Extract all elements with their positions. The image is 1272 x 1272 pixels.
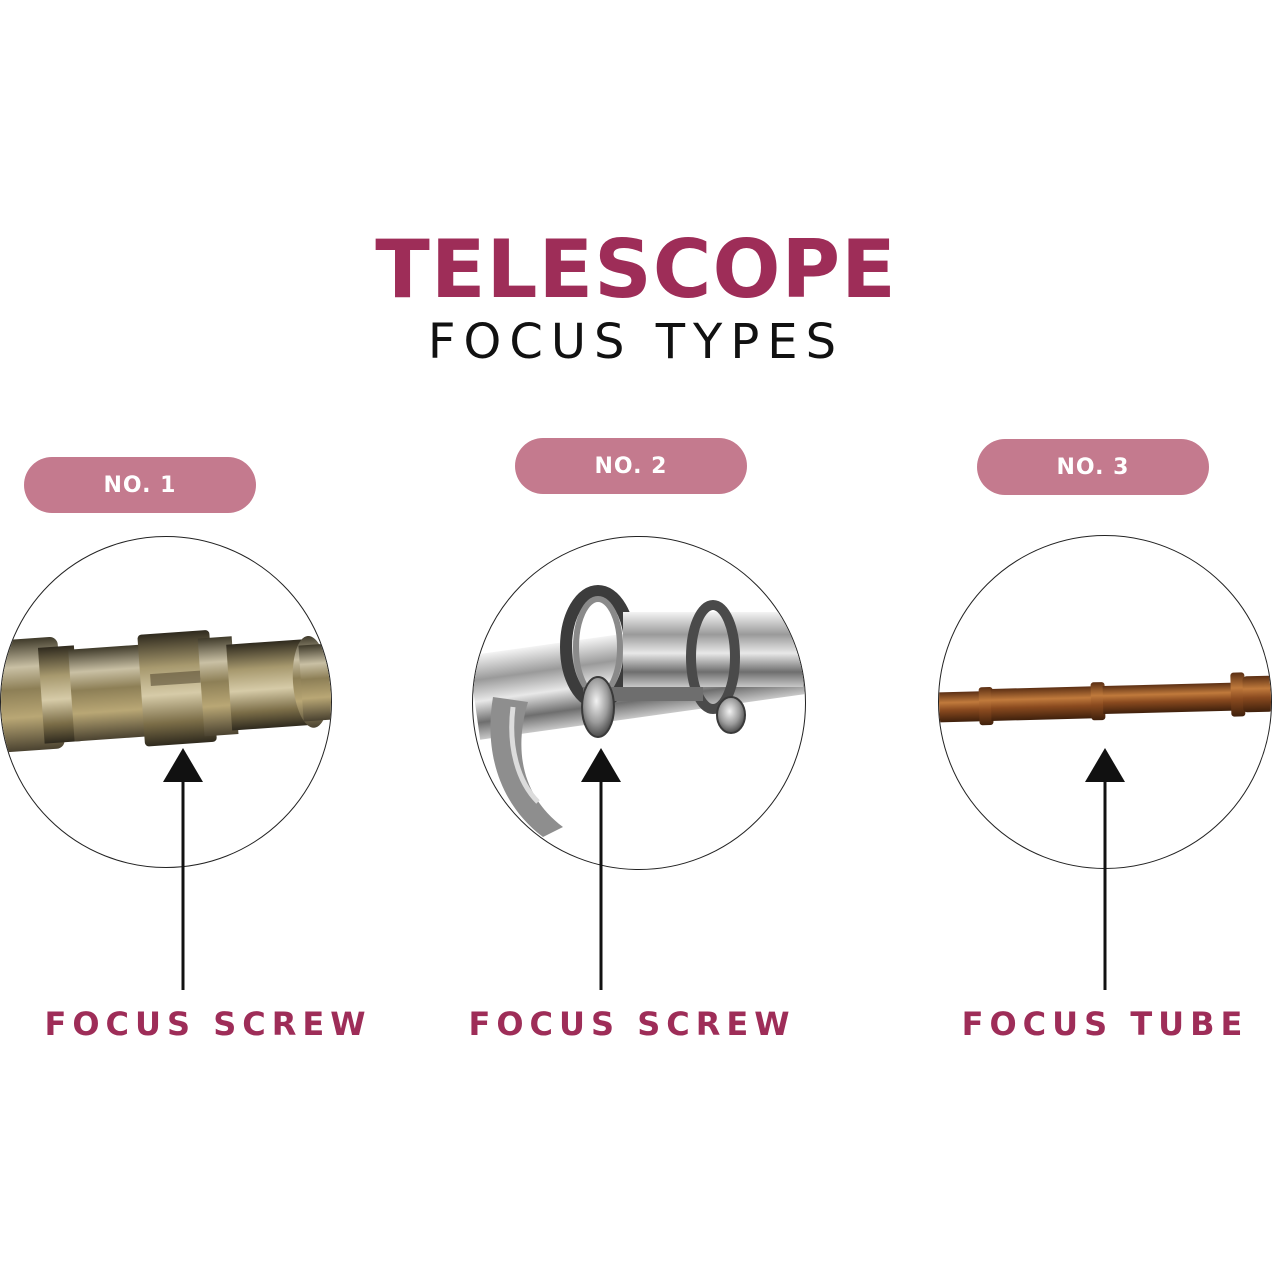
chrome-telescope-illustration xyxy=(473,585,805,837)
badge-no-2: NO. 2 xyxy=(515,438,747,494)
brass-telescope-illustration xyxy=(1,630,331,753)
telescope-image-1 xyxy=(0,536,332,868)
badge-no-3: NO. 3 xyxy=(977,439,1209,495)
page-title: TELESCOPE xyxy=(375,223,897,316)
telescope-image-3 xyxy=(938,535,1272,869)
badge-no-1: NO. 1 xyxy=(24,457,256,513)
focus-label-1: FOCUS SCREW xyxy=(44,1005,372,1043)
focus-label-3: FOCUS TUBE xyxy=(961,1005,1249,1043)
copper-spyglass-illustration xyxy=(939,672,1271,726)
focus-label-2: FOCUS SCREW xyxy=(468,1005,796,1043)
page-subtitle: FOCUS TYPES xyxy=(427,314,845,370)
telescope-image-2 xyxy=(472,536,806,870)
